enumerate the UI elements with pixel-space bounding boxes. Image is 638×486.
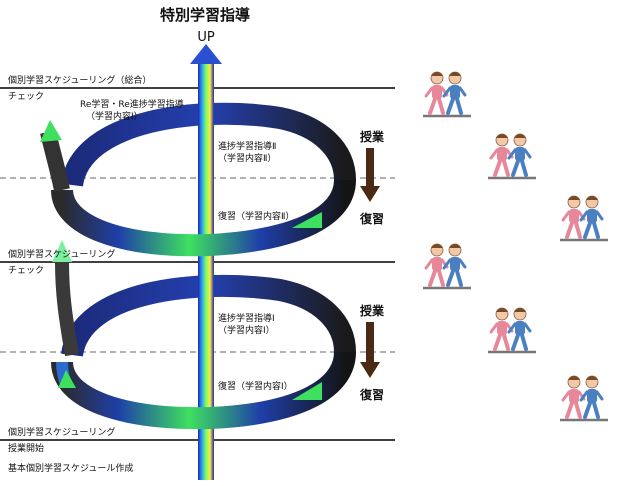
left-ribbon-mid bbox=[55, 261, 79, 357]
flow-arrow-upper bbox=[360, 148, 380, 202]
flow-lower-top-label: 授業 bbox=[360, 304, 385, 318]
flow-upper-top-label: 授業 bbox=[360, 130, 385, 144]
top-line-label: 個別学習スケジューリング（総合） bbox=[8, 76, 152, 86]
green-arrow-mid-left bbox=[52, 240, 72, 262]
bottom-line-label: 個別学習スケジューリング bbox=[8, 428, 116, 438]
flow-upper-bottom-label: 復習 bbox=[360, 212, 385, 226]
mid-line-label: 個別学習スケジューリング bbox=[8, 250, 116, 260]
upper-re-learning-sub: （学習内容Ⅰ） bbox=[86, 112, 143, 122]
flow-lower-bottom-label: 復習 bbox=[360, 388, 385, 402]
upper-progress-sub: （学習内容Ⅱ） bbox=[218, 154, 277, 164]
up-axis-arrowhead bbox=[190, 44, 222, 64]
upper-loop-front bbox=[51, 179, 356, 257]
lower-progress-label: 進捗学習指導Ⅰ bbox=[218, 314, 275, 324]
walking-pair bbox=[560, 375, 608, 422]
green-arrow-upper-right bbox=[292, 212, 322, 228]
up-axis-label: UP bbox=[197, 30, 215, 45]
up-axis-bar bbox=[198, 62, 214, 480]
green-arrow-low-left bbox=[58, 370, 76, 388]
walking-pair bbox=[560, 195, 608, 242]
diagram-title: 特別学習指導 bbox=[159, 6, 250, 24]
mid-check-label: チェック bbox=[8, 266, 45, 276]
walking-pair bbox=[423, 71, 471, 118]
walking-pair bbox=[423, 243, 471, 290]
upper-loop-back bbox=[61, 102, 356, 188]
walking-figures bbox=[423, 71, 608, 422]
flow-arrow-lower bbox=[360, 322, 380, 378]
green-arrow-top-left bbox=[40, 120, 62, 142]
lower-loop-front bbox=[51, 351, 356, 430]
bottom-start-label: 授業開始 bbox=[8, 444, 45, 454]
green-arrow-lower-right bbox=[292, 382, 322, 400]
lower-review-label: 復習（学習内容Ⅰ） bbox=[218, 382, 293, 392]
upper-re-learning-label: Re学習・Re進捗学習指導 bbox=[80, 100, 184, 110]
top-check-label: チェック bbox=[8, 92, 45, 102]
bottom-base-label: 基本個別学習スケジュール作成 bbox=[8, 464, 134, 474]
walking-pair bbox=[488, 133, 536, 180]
lower-progress-sub: （学習内容Ⅰ） bbox=[218, 326, 275, 336]
walking-pair bbox=[488, 307, 536, 354]
upper-progress-label: 進捗学習指導Ⅱ bbox=[218, 142, 277, 152]
lower-loop-back bbox=[61, 274, 356, 358]
upper-review-label: 復習（学習内容Ⅱ） bbox=[218, 212, 295, 222]
